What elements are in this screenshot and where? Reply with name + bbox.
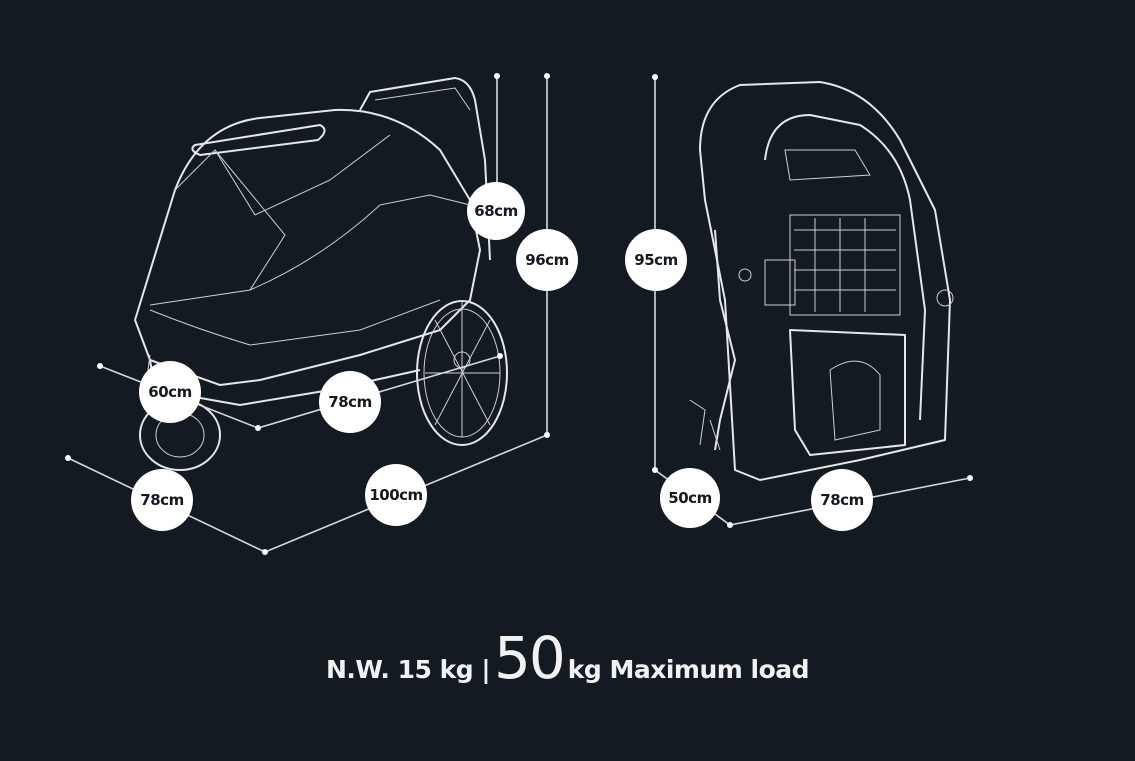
label-folded-width: 78cm (820, 491, 863, 509)
badge-folded-width: 78cm (811, 469, 873, 531)
badge-body-length: 78cm (319, 371, 381, 433)
label-total-height: 96cm (525, 251, 568, 269)
label-body-length: 78cm (328, 393, 371, 411)
badge-folded-height: 95cm (625, 229, 687, 291)
badge-folded-depth: 50cm (660, 468, 720, 528)
badge-canopy-height: 68cm (467, 182, 525, 240)
label-wheel-width: 78cm (140, 491, 183, 509)
stroller-illustration (134, 77, 508, 471)
label-front-width: 60cm (148, 383, 191, 401)
badge-front-width: 60cm (139, 361, 201, 423)
label-folded-depth: 50cm (668, 489, 711, 507)
label-total-length: 100cm (369, 486, 422, 504)
badge-total-length: 100cm (365, 464, 427, 526)
label-canopy-height: 68cm (474, 202, 517, 220)
max-load-label: kg Maximum load (567, 655, 810, 684)
badge-wheel-width: 78cm (131, 469, 193, 531)
badge-total-height: 96cm (516, 229, 578, 291)
label-folded-height: 95cm (634, 251, 677, 269)
folded-stroller-illustration (689, 81, 954, 481)
net-weight: N.W. 15 kg | (325, 655, 491, 684)
max-load-value: 50 (493, 624, 566, 692)
